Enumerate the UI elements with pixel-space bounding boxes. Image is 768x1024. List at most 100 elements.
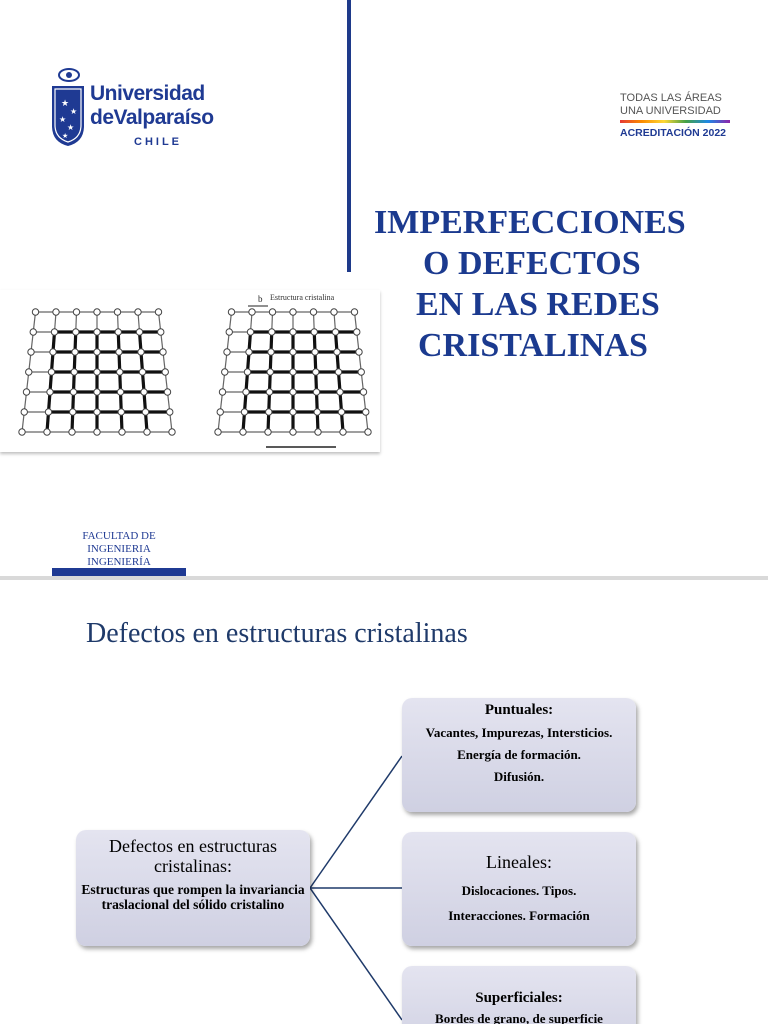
faculty-line3: INGENIERÍA — [87, 556, 151, 568]
lineales-item2: Interacciones. Formación — [448, 908, 590, 923]
right-lattice-atom — [334, 368, 343, 376]
university-logo: ★ ★ ★ ★ ★ Universidad deValparaíso CHILE — [50, 68, 214, 158]
connector-lines — [309, 755, 403, 1021]
right-lattice-atom — [289, 368, 297, 376]
right-lattice-atom — [246, 328, 255, 336]
right-lattice-atom — [218, 388, 227, 396]
left-lattice-atom — [168, 428, 176, 436]
right-lattice-atom — [239, 428, 247, 436]
figure-caption: Estructura cristalina — [270, 293, 335, 302]
faculty-bar — [52, 568, 186, 576]
left-lattice-atom — [72, 328, 80, 336]
right-lattice-atom — [336, 388, 344, 396]
superficiales-box: Superficiales: Bordes de grano, de super… — [402, 966, 636, 1024]
right-lattice-atom — [242, 388, 250, 396]
left-lattice-atom — [157, 328, 165, 336]
left-lattice-atom — [69, 388, 78, 396]
left-lattice-atom — [47, 368, 56, 376]
main-concept-box: Defectos en estructuras cristalinas: Est… — [76, 830, 310, 946]
left-lattice-atom — [166, 408, 174, 416]
left-lattice-atom — [22, 388, 31, 396]
right-lattice-atom — [350, 308, 359, 316]
right-lattice-atom — [314, 428, 322, 436]
left-lattice-atom — [93, 368, 101, 376]
title-slide: ★ ★ ★ ★ ★ Universidad deValparaíso CHILE… — [0, 0, 768, 576]
left-lattice-atom — [71, 348, 79, 356]
left-lattice-atom — [70, 368, 78, 376]
svg-text:★: ★ — [61, 99, 69, 109]
left-lattice-atom — [93, 308, 101, 316]
faculty-line2: INGENIERIA — [87, 543, 151, 555]
left-lattice-atom — [93, 408, 101, 416]
right-lattice-atom — [362, 408, 370, 416]
right-lattice-atom — [289, 388, 297, 396]
left-lattice-atom — [117, 408, 125, 416]
burgers-vector-label: b — [258, 294, 263, 304]
university-name-line2: deValparaíso — [90, 106, 214, 129]
right-lattice-atom — [357, 368, 365, 376]
superficiales-heading: Superficiales: — [475, 990, 563, 1006]
left-lattice-atom — [143, 428, 151, 436]
left-lattice-atom — [135, 328, 144, 336]
right-lattice-atom — [339, 428, 347, 436]
right-lattice-atom — [313, 408, 321, 416]
left-lattice-atom — [49, 348, 57, 356]
title-line4: CRISTALINAS — [418, 327, 648, 364]
faculty-line1: FACULTAD DE — [82, 530, 156, 542]
right-lattice-atom — [265, 388, 274, 396]
puntuales-item1: Vacantes, Impurezas, Intersticios. — [425, 725, 613, 740]
accreditation-line3: ACREDITACIÓN 2022 — [620, 127, 726, 139]
left-lattice-atom — [46, 388, 54, 396]
left-lattice-atom — [116, 368, 124, 376]
left-lattice-atom — [31, 308, 40, 316]
left-lattice-atom — [159, 348, 167, 356]
faculty-label: FACULTAD DE INGENIERIA INGENIERÍA — [52, 530, 186, 569]
main-box-heading: Defectos en estructuras cristalinas: — [109, 836, 277, 876]
left-lattice-atom — [68, 428, 76, 436]
lineales-heading: Lineales: — [486, 852, 552, 872]
left-lattice-atom — [140, 388, 148, 396]
right-lattice-atom — [266, 368, 274, 376]
left-lattice-atom — [138, 368, 147, 376]
left-lattice-atom — [20, 408, 28, 416]
right-lattice-atom — [355, 348, 363, 356]
left-lattice-atom — [27, 348, 35, 356]
left-lattice-atom — [52, 308, 60, 316]
right-lattice-atom — [225, 328, 233, 336]
connector-puntuales — [309, 755, 403, 889]
slide2-title: Defectos en estructuras cristalinas — [86, 618, 468, 649]
left-lattice-atom — [154, 308, 163, 316]
right-lattice-atom — [331, 328, 340, 336]
left-lattice-atom — [43, 428, 51, 436]
right-lattice-atom — [359, 388, 368, 396]
lineales-box: Lineales: Dislocaciones. Tipos. Interacc… — [402, 832, 636, 946]
left-lattice-atom — [25, 368, 33, 376]
svg-text:★: ★ — [59, 115, 66, 124]
right-lattice-atom — [330, 308, 338, 316]
left-lattice-atom — [18, 428, 26, 436]
right-lattice-atom — [216, 408, 224, 416]
right-lattice-atom — [289, 408, 297, 416]
university-country: CHILE — [134, 136, 182, 148]
left-lattice-atom — [29, 328, 37, 336]
puntuales-box: Puntuales: Vacantes, Impurezas, Intersti… — [402, 698, 636, 812]
title-line1: IMPERFECCIONES — [374, 204, 686, 241]
left-lattice-atom — [93, 388, 101, 396]
right-lattice-atom — [309, 308, 318, 316]
left-lattice-atom — [69, 408, 77, 416]
puntuales-item2: Energía de formación. — [457, 747, 581, 762]
crystal-lattice-figure: b Estructura cristalina — [0, 290, 380, 452]
rainbow-bar — [620, 120, 730, 123]
title-line2: O DEFECTOS — [423, 245, 641, 282]
right-lattice-atom — [289, 428, 297, 436]
right-lattice-atom — [289, 348, 297, 356]
right-lattice-atom — [268, 328, 276, 336]
left-lattice-atom — [93, 348, 101, 356]
vertical-divider — [347, 0, 351, 272]
right-lattice-atom — [311, 348, 319, 356]
superficiales-item1: Bordes de grano, de superficie — [435, 1011, 603, 1024]
right-lattice-atom — [221, 368, 229, 376]
right-lattice-atom — [353, 328, 361, 336]
right-lattice-atom — [337, 408, 346, 416]
left-lattice-atom — [137, 348, 145, 356]
